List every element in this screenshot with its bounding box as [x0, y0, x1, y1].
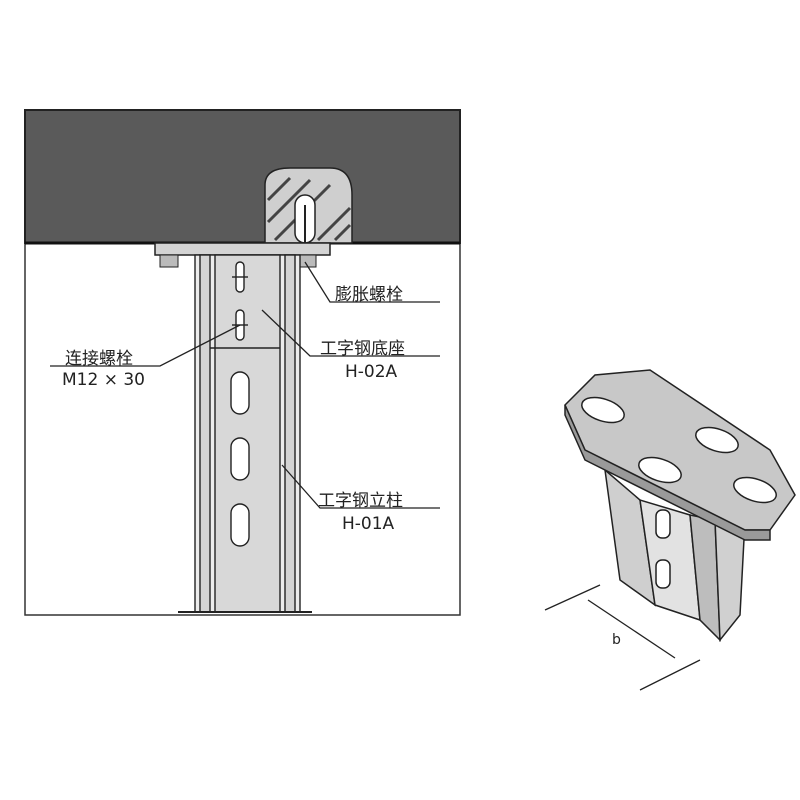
label-expansion-bolt: 膨胀螺栓	[335, 285, 403, 305]
label-dimension-b: b	[612, 632, 621, 648]
label-base-name: 工字钢底座	[320, 339, 405, 359]
anchor-section	[264, 167, 353, 244]
label-column-code: H-01A	[342, 514, 395, 534]
label-connect-spec: M12 × 30	[62, 370, 145, 390]
ceiling-slab	[24, 109, 461, 244]
anchor-nuts	[159, 254, 317, 268]
label-connect-bolt: 连接螺栓	[65, 349, 133, 369]
label-column-name: 工字钢立柱	[318, 491, 403, 511]
bracket-3d	[564, 369, 796, 643]
base-plate	[154, 242, 331, 256]
label-base-code: H-02A	[345, 362, 398, 382]
column	[194, 254, 301, 613]
dimension-b	[544, 584, 701, 691]
